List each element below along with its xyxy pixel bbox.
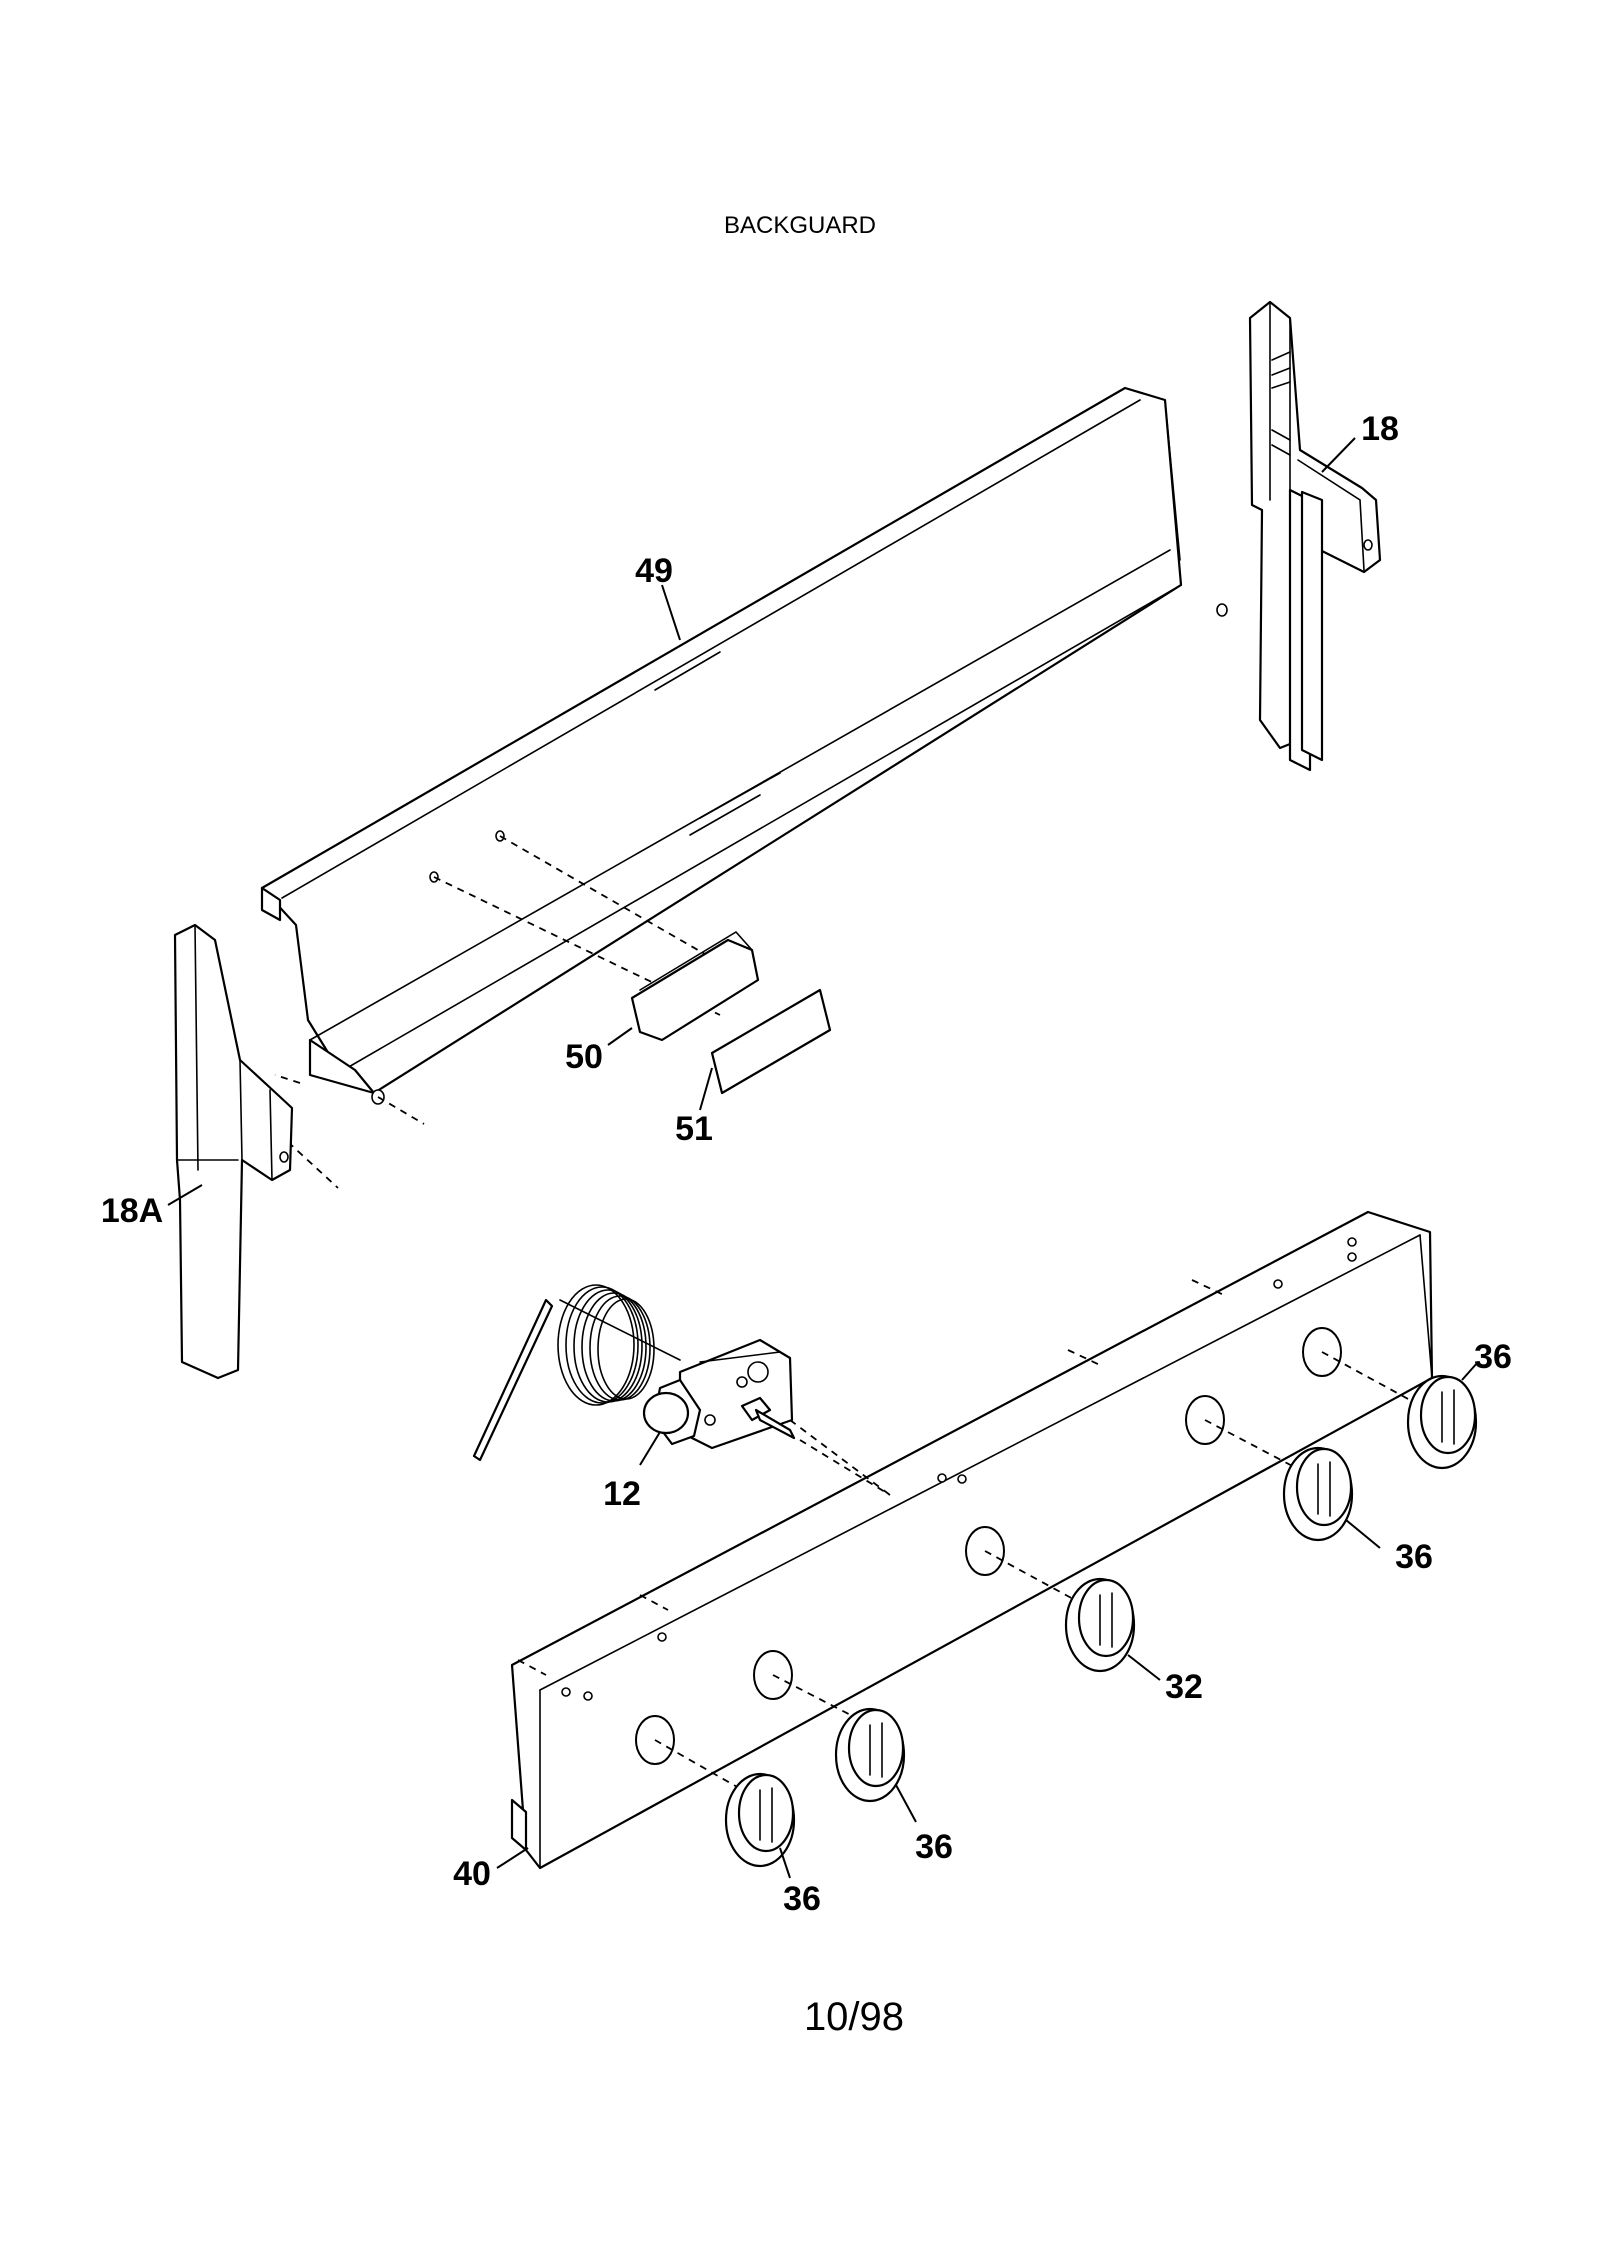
callout-18: 18 <box>1361 410 1399 448</box>
leader-line <box>895 1784 917 1823</box>
alignment-line <box>287 1141 339 1189</box>
page-footer-date: 10/98 <box>804 1995 904 2039</box>
callout-51: 51 <box>675 1110 713 1148</box>
callout-49: 49 <box>635 552 673 590</box>
alignment-line <box>789 1419 891 1496</box>
leader-line <box>661 584 681 641</box>
alignment-line <box>1321 1351 1411 1401</box>
callout-32: 32 <box>1165 1668 1203 1706</box>
alignment-line <box>499 835 711 958</box>
alignment-line <box>377 1096 425 1125</box>
alignment-line <box>274 1074 301 1084</box>
callout-36-right-lower: 36 <box>1395 1538 1433 1576</box>
alignment-line <box>1191 1279 1225 1296</box>
part-49-backguard-panel <box>260 386 1228 1105</box>
leader-line <box>1461 1361 1479 1381</box>
diagram-title: BACKGUARD <box>724 212 876 239</box>
alignment-line <box>772 1674 871 1726</box>
leader-line <box>167 1184 203 1206</box>
callout-36-lower-center: 36 <box>915 1828 953 1866</box>
part-18a-left-end-cap <box>173 923 294 1380</box>
part-18-right-end-cap <box>1248 300 1382 772</box>
leader-line <box>607 1027 633 1046</box>
alignment-line <box>639 1594 669 1611</box>
alignment-line <box>984 1550 1076 1601</box>
knob-36-right-lower <box>1282 1446 1354 1542</box>
callout-50: 50 <box>565 1038 603 1076</box>
part-40-control-panel <box>510 1210 1434 1870</box>
callout-36-right-upper: 36 <box>1474 1338 1512 1376</box>
leader-line <box>1321 437 1356 473</box>
callout-18a: 18A <box>101 1192 163 1230</box>
part-12-thermostat-valve <box>472 1284 891 1496</box>
leader-line <box>699 1067 713 1111</box>
leader-line <box>1127 1654 1161 1681</box>
alignment-line <box>517 1659 547 1676</box>
knob-32-center <box>1064 1577 1136 1673</box>
alignment-line <box>1204 1419 1301 1471</box>
callout-36-lower-left: 36 <box>783 1880 821 1918</box>
knob-36-right-upper <box>1406 1374 1478 1470</box>
callout-40: 40 <box>453 1855 491 1893</box>
part-51-nameplate <box>710 988 832 1095</box>
leader-line <box>639 1431 661 1466</box>
knob-36-lower-center <box>834 1707 906 1803</box>
leader-line <box>779 1847 791 1879</box>
part-50-badge <box>630 930 760 1042</box>
callout-12: 12 <box>603 1475 641 1513</box>
alignment-line <box>1067 1349 1101 1366</box>
leader-line <box>496 1847 529 1869</box>
knob-36-lower-left <box>724 1772 796 1868</box>
leader-line <box>1345 1519 1381 1549</box>
